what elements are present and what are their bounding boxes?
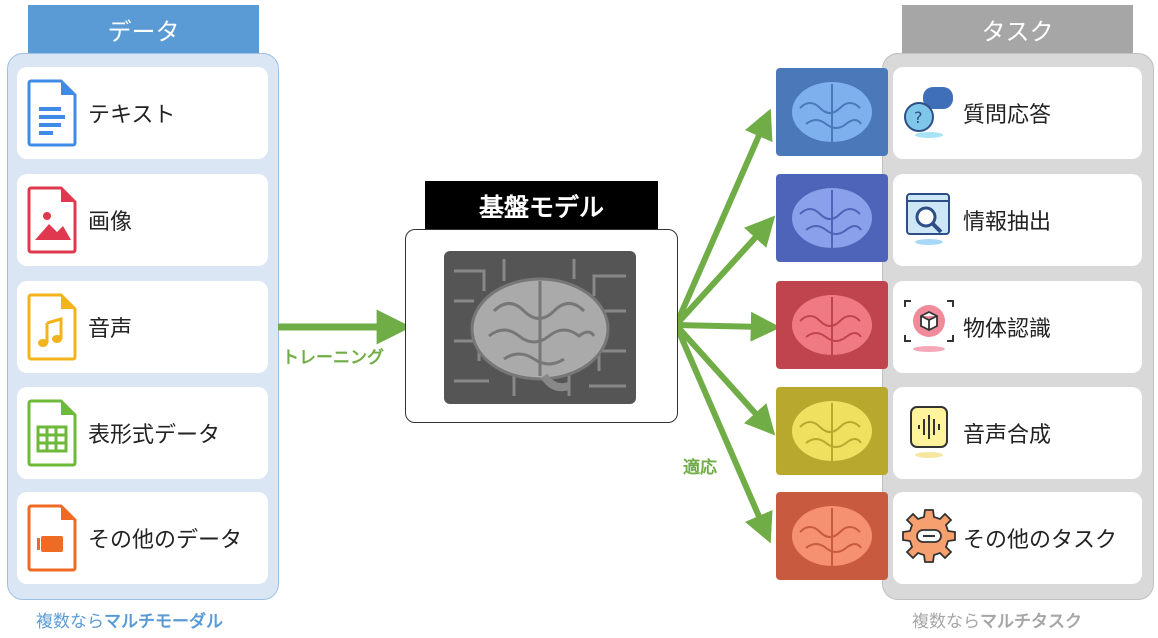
spreadsheet-document-icon (27, 399, 77, 467)
search-window-icon (906, 193, 950, 245)
adapted-model-tile (776, 281, 888, 369)
task-footer-emphasis: マルチタスク (980, 612, 1082, 632)
data-footer-emphasis: マルチモーダル (104, 612, 223, 632)
data-footer: 複数ならマルチモーダル (36, 607, 223, 632)
task-footer: 複数ならマルチタスク (912, 607, 1082, 632)
adaptation-arrows (673, 108, 781, 544)
task-item-label: その他のタスク (963, 528, 1118, 553)
gear-icon (902, 509, 956, 563)
task-item-label: 情報抽出 (963, 210, 1052, 235)
image-document-icon (27, 186, 77, 254)
data-item-label: その他のデータ (88, 528, 243, 553)
task-item-label: 質問応答 (963, 103, 1052, 128)
task-item-information-extraction: 情報抽出 (893, 174, 1142, 266)
data-footer-prefix: 複数なら (36, 612, 104, 632)
adapted-model-tile (776, 387, 888, 475)
data-item-label: 表形式データ (88, 423, 221, 448)
adapted-model-tile (776, 492, 888, 580)
adapted-model-tile (776, 174, 888, 262)
task-footer-prefix: 複数なら (912, 612, 980, 632)
svg-text:?: ? (914, 108, 923, 127)
data-item-label: 画像 (88, 210, 133, 235)
data-item-label: テキスト (88, 103, 176, 128)
data-item-image: 画像 (17, 174, 268, 266)
question-answer-icon: ? (904, 87, 953, 138)
task-item-other-tasks: その他のタスク (893, 492, 1142, 584)
task-item-object-recognition: 物体認識 (893, 281, 1142, 373)
task-item-label: 物体認識 (963, 317, 1052, 342)
task-item-question-answering: ? 質問応答 (893, 67, 1142, 159)
brain-chip-icon (444, 251, 636, 404)
task-item-speech-synthesis: 音声合成 (893, 387, 1142, 479)
model-title: 基盤モデル (425, 181, 658, 230)
data-header: データ (28, 5, 259, 53)
task-item-label: 音声合成 (963, 423, 1052, 448)
object-recognition-icon (904, 300, 954, 352)
voice-waveform-icon (910, 406, 948, 458)
training-label: トレーニング (282, 348, 384, 368)
data-item-audio: 音声 (17, 281, 268, 373)
data-item-table: 表形式データ (17, 387, 268, 479)
audio-document-icon (27, 293, 77, 361)
adapted-model-tile (776, 68, 888, 156)
data-item-other: その他のデータ (17, 492, 268, 584)
data-item-text: テキスト (17, 67, 268, 159)
task-header: タスク (902, 5, 1133, 53)
adaptation-label: 適応 (683, 458, 717, 478)
data-item-label: 音声 (88, 317, 133, 342)
video-document-icon (27, 504, 77, 572)
text-document-icon (27, 79, 77, 147)
